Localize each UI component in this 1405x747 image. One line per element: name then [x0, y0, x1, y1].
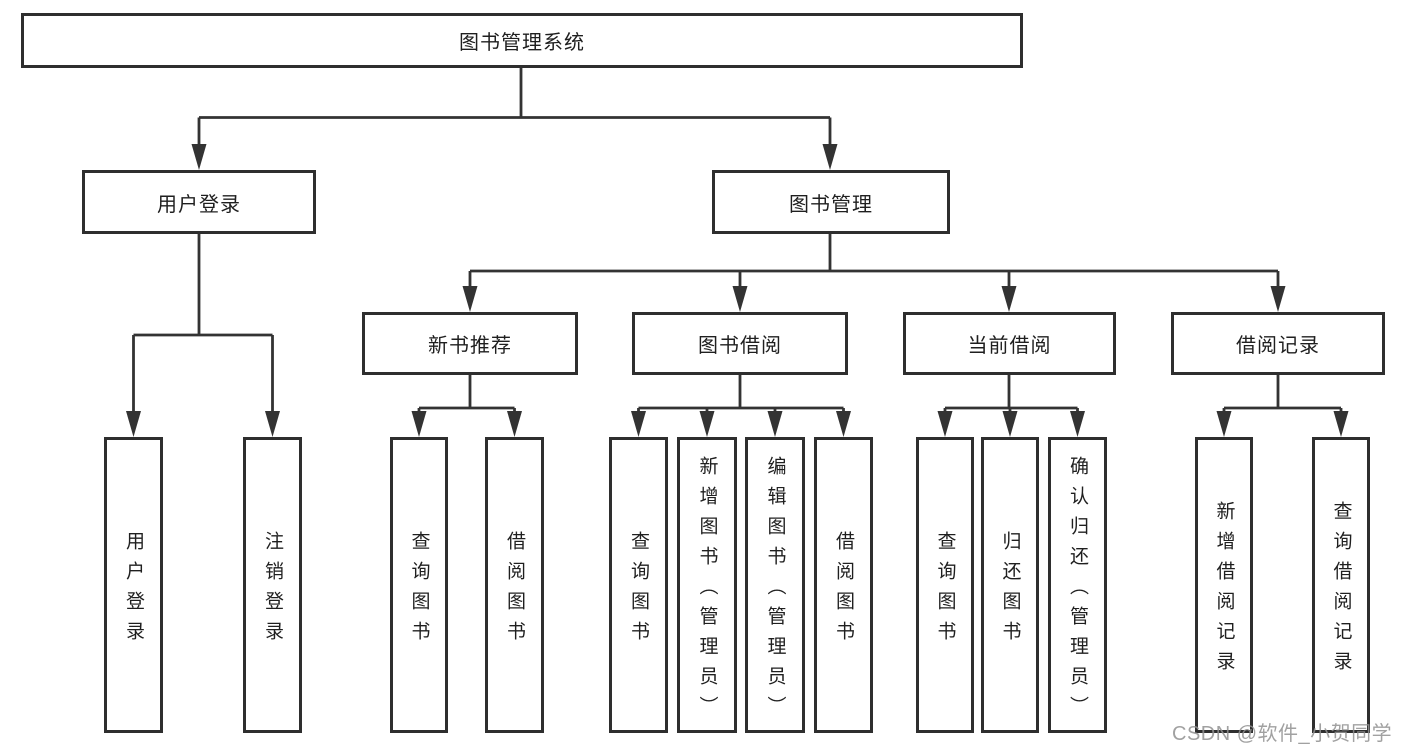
node-user-login-label: 用户登录 — [157, 193, 241, 216]
node-root-system: 图书管理系统 — [21, 13, 1023, 68]
leaf-add-books-admin: 新增图书（管理员） — [677, 437, 737, 733]
connector-book-borrow-to-leaves — [631, 375, 851, 437]
node-borrow-records-label: 借阅记录 — [1236, 335, 1320, 357]
leaf-add-borrow-record-label: 新增借阅记录 — [1213, 500, 1235, 681]
leaf-edit-books-admin-label: 编辑图书（管理员） — [764, 455, 786, 726]
leaf-borrow-query-books: 查询图书 — [609, 437, 668, 733]
connector-borrow-records-to-leaves — [1216, 375, 1349, 437]
csdn-watermark: CSDN @软件_小贺同学 — [1172, 723, 1393, 745]
node-new-book-recommend-label: 新书推荐 — [428, 335, 512, 357]
node-book-borrow-label: 图书借阅 — [698, 335, 782, 357]
leaf-current-query-books-label: 查询图书 — [934, 530, 956, 651]
leaf-user-login-label: 用户登录 — [123, 530, 144, 651]
node-book-management-label: 图书管理 — [789, 193, 873, 216]
leaf-user-login: 用户登录 — [104, 437, 163, 733]
node-borrow-records: 借阅记录 — [1171, 312, 1385, 375]
connector-root-to-level2 — [191, 68, 838, 170]
connector-user-login-to-leaves — [126, 234, 280, 437]
leaf-borrow-query-books-label: 查询图书 — [628, 530, 649, 651]
leaf-edit-books-admin: 编辑图书（管理员） — [745, 437, 805, 733]
connector-book-management-to-level3 — [462, 234, 1286, 312]
leaf-recommend-borrow-books: 借阅图书 — [485, 437, 544, 733]
leaf-add-borrow-record: 新增借阅记录 — [1195, 437, 1253, 733]
leaf-borrow-books: 借阅图书 — [814, 437, 873, 733]
connector-current-borrow-to-leaves — [937, 375, 1085, 437]
node-book-management: 图书管理 — [712, 170, 950, 234]
node-root-system-label: 图书管理系统 — [459, 32, 585, 54]
leaf-logout: 注销登录 — [243, 437, 302, 733]
node-user-login: 用户登录 — [82, 170, 316, 234]
leaf-current-query-books: 查询图书 — [916, 437, 974, 733]
connector-new-book-recommend-to-leaves — [411, 375, 522, 437]
leaf-recommend-query-books-label: 查询图书 — [408, 530, 430, 651]
leaf-confirm-return-admin: 确认归还（管理员） — [1048, 437, 1107, 733]
leaf-query-borrow-record: 查询借阅记录 — [1312, 437, 1370, 733]
leaf-borrow-books-label: 借阅图书 — [833, 530, 854, 651]
node-current-borrow: 当前借阅 — [903, 312, 1116, 375]
leaf-return-books-label: 归还图书 — [999, 530, 1021, 651]
leaf-recommend-query-books: 查询图书 — [390, 437, 448, 733]
node-book-borrow: 图书借阅 — [632, 312, 848, 375]
leaf-query-borrow-record-label: 查询借阅记录 — [1330, 500, 1352, 681]
leaf-return-books: 归还图书 — [981, 437, 1039, 733]
leaf-confirm-return-admin-label: 确认归还（管理员） — [1067, 455, 1088, 726]
leaf-add-books-admin-label: 新增图书（管理员） — [696, 455, 718, 726]
leaf-logout-label: 注销登录 — [262, 530, 283, 651]
node-new-book-recommend: 新书推荐 — [362, 312, 578, 375]
leaf-recommend-borrow-books-label: 借阅图书 — [504, 530, 525, 651]
node-current-borrow-label: 当前借阅 — [967, 335, 1052, 357]
